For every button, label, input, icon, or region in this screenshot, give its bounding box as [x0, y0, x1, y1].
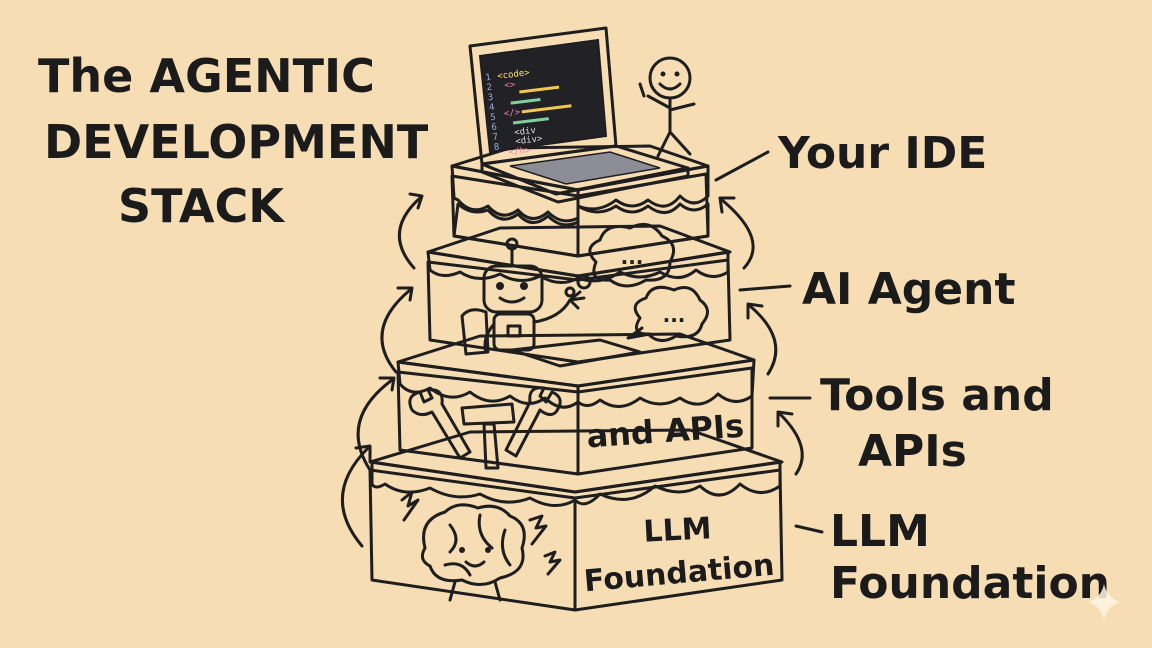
- code-screen: 1 2 3 4 5 6 7 8 <code> <> </> <div <div>…: [485, 68, 572, 159]
- diagram-title: The AGENTIC DEVELOPMENT STACK: [38, 49, 429, 233]
- label-llm-line2: Foundation: [830, 558, 1110, 609]
- code-line-6: </h>: [508, 146, 531, 159]
- label-connectors: [714, 150, 824, 534]
- svg-text:1: 1: [485, 73, 492, 84]
- label-tools-line1: Tools and: [820, 370, 1054, 421]
- cake-llm-line1: LLM: [643, 511, 713, 550]
- svg-text:3: 3: [487, 93, 494, 104]
- label-llm-line1: LLM: [830, 506, 930, 557]
- title-line-3: STACK: [118, 179, 286, 233]
- brain-icon: [420, 503, 526, 602]
- label-tools-line2: APIs: [858, 426, 967, 477]
- wrench-icon: [408, 386, 562, 460]
- label-ai-agent: AI Agent: [802, 264, 1016, 315]
- right-arrows: [718, 196, 804, 476]
- layer-labels: Your IDE AI Agent Tools and APIs LLM Fou…: [777, 128, 1110, 609]
- svg-text:5: 5: [490, 113, 497, 124]
- title-line-1: The AGENTIC: [38, 49, 375, 103]
- label-your-ide: Your IDE: [777, 128, 987, 179]
- laptop-icon: 1 2 3 4 5 6 7 8 <code> <> </> <div <div>…: [468, 26, 690, 204]
- title-line-2: DEVELOPMENT: [44, 115, 429, 169]
- sparkle-icon: [1088, 584, 1120, 620]
- svg-text:7: 7: [492, 132, 499, 143]
- bubble-1-text: ...: [621, 245, 644, 269]
- stick-figure-icon: [638, 56, 696, 158]
- code-line-4: <div: [514, 126, 537, 139]
- svg-text:2: 2: [486, 83, 493, 94]
- lightning-icon: [400, 490, 562, 576]
- left-arrows: [341, 192, 424, 548]
- tier-tools-apis: and APIs: [396, 332, 756, 476]
- code-line-3: </>: [503, 108, 521, 120]
- tier-ai-agent: ... ...: [426, 222, 732, 368]
- code-line-5: <div>: [515, 134, 544, 147]
- svg-text:4: 4: [489, 103, 496, 114]
- hammer-icon: [460, 402, 516, 470]
- tier-llm-foundation: LLM Foundation: [368, 428, 784, 612]
- cake-tools-text: and APIs: [585, 407, 745, 456]
- bubble-2-text: ...: [663, 303, 686, 327]
- code-line-1: <code>: [497, 68, 531, 82]
- cake-llm-line2: Foundation: [583, 548, 776, 600]
- thought-bubble-icon: ... ...: [564, 222, 709, 342]
- code-line-2: <>: [504, 80, 517, 91]
- robot-icon: [482, 237, 586, 354]
- svg-text:6: 6: [491, 123, 498, 134]
- svg-text:8: 8: [493, 142, 500, 153]
